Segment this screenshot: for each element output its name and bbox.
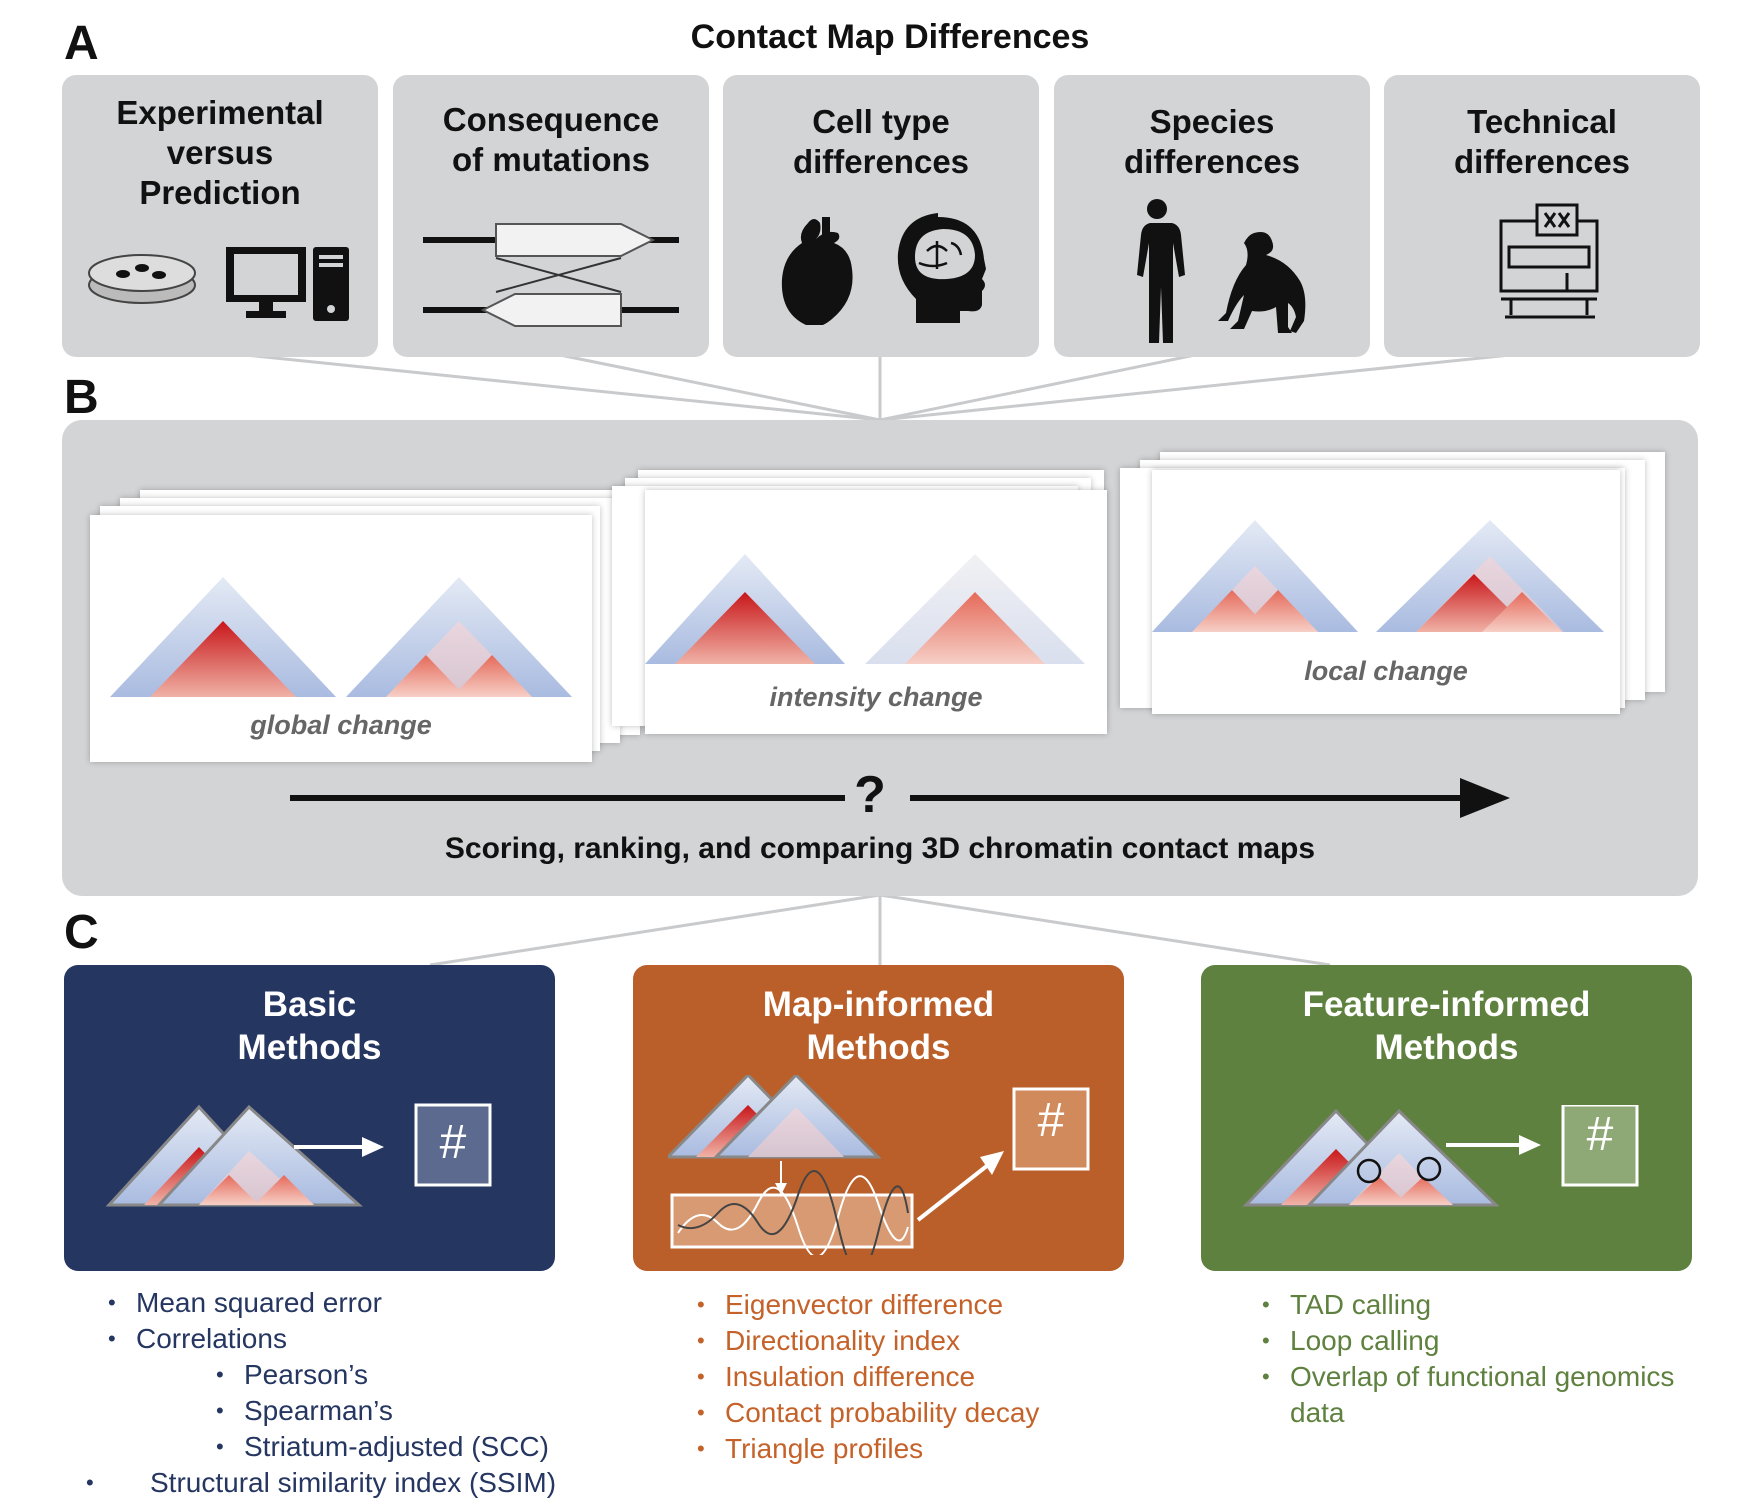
list-item: Insulation difference — [697, 1359, 1197, 1395]
map-caption: global change — [250, 710, 432, 740]
method-title-line: Basic — [262, 985, 357, 1024]
method-title-line: Map-informed — [762, 985, 995, 1024]
scoring-label: Scoring, ranking, and comparing 3D chrom… — [444, 832, 1316, 865]
list-item: Spearman’s — [216, 1393, 628, 1429]
card-cell-type-differences: Cell type differences — [723, 75, 1039, 357]
map-card-intensity-change: intensity change — [645, 490, 1107, 734]
method-title-line: Methods — [806, 1028, 951, 1067]
list-item: Contact probability decay — [697, 1395, 1197, 1431]
map-informed-methods-box: Map-informed Methods # — [633, 965, 1124, 1271]
chimpanzee-icon — [1218, 232, 1306, 333]
overlapping-maps-icon — [105, 1103, 492, 1207]
card-consequence-of-mutations: Consequence of mutations — [393, 75, 709, 357]
list-item: Mean squared error — [108, 1285, 628, 1321]
inversion-diagram-icon — [423, 223, 679, 327]
basic-methods-box: Basic Methods # — [64, 965, 555, 1271]
panel-letter-a: A — [64, 17, 99, 70]
feature-maps-icon — [1242, 1105, 1639, 1207]
card-title-line: differences — [1453, 143, 1631, 180]
map-card-global-change: global change — [90, 515, 592, 762]
list-item: Loop calling — [1262, 1323, 1722, 1359]
method-title-line: Methods — [237, 1028, 382, 1067]
card-experimental-vs-prediction: Experimental versus Prediction — [62, 75, 378, 357]
sequencer-machine-icon — [1499, 203, 1599, 319]
contact-map-triangles — [645, 554, 1085, 664]
scoring-arrow — [290, 778, 1510, 818]
map-card-local-change: local change — [1152, 470, 1620, 714]
method-title-line: Methods — [1374, 1028, 1519, 1067]
petri-dish-icon — [88, 254, 196, 304]
card-title-line: versus — [166, 134, 274, 171]
feature-informed-methods-list: TAD calling Loop calling Overlap of func… — [1262, 1287, 1722, 1431]
feature-informed-methods-box: Feature-informed Methods # — [1201, 965, 1692, 1271]
list-item: Structural similarity index (SSIM) — [150, 1467, 557, 1498]
question-mark: ? — [854, 766, 886, 824]
map-caption: intensity change — [769, 682, 983, 712]
result-symbol: # — [1037, 1094, 1065, 1147]
bullet-mark: • — [86, 1470, 94, 1495]
method-title-line: Feature-informed — [1302, 985, 1591, 1024]
card-title-line: of mutations — [452, 141, 650, 178]
card-title-line: differences — [792, 143, 970, 180]
map-informed-methods-list: Eigenvector difference Directionality in… — [697, 1287, 1197, 1467]
brain-head-icon — [897, 213, 986, 323]
list-item: Pearson’s — [216, 1357, 628, 1393]
map-profile-icon — [668, 1075, 1090, 1255]
card-title-line: differences — [1123, 143, 1301, 180]
map-caption: local change — [1304, 656, 1468, 686]
panel-letter-c: C — [64, 906, 99, 959]
list-item: Correlations — [108, 1321, 628, 1357]
list-item: Triangle profiles — [697, 1431, 1197, 1467]
card-title-line: Experimental — [116, 94, 324, 131]
main-title: Contact Map Differences — [690, 18, 1090, 56]
card-title-line: Cell type — [812, 103, 950, 140]
card-title-line: Consequence — [442, 101, 660, 138]
list-item: Striatum-adjusted (SCC) — [216, 1429, 628, 1465]
list-item: Overlap of functional genomics data — [1262, 1359, 1722, 1431]
list-item: Directionality index — [697, 1323, 1197, 1359]
result-symbol: # — [1586, 1108, 1614, 1161]
panel-letter-b: B — [64, 371, 99, 424]
card-title-line: Species — [1149, 103, 1275, 140]
card-title-line: Technical — [1467, 103, 1617, 140]
computer-icon — [226, 247, 349, 321]
contact-map-triangles — [1152, 520, 1604, 632]
list-item: Eigenvector difference — [697, 1287, 1197, 1323]
result-symbol: # — [439, 1116, 467, 1169]
heart-icon — [781, 217, 853, 325]
card-technical-differences: Technical differences — [1384, 75, 1700, 357]
contact-map-triangles — [110, 577, 572, 697]
human-icon — [1137, 199, 1185, 343]
card-title-line: Prediction — [139, 174, 301, 211]
basic-methods-list: Mean squared error Correlations Pearson’… — [86, 1285, 628, 1501]
card-species-differences: Species differences — [1054, 75, 1370, 357]
list-item: TAD calling — [1262, 1287, 1722, 1323]
